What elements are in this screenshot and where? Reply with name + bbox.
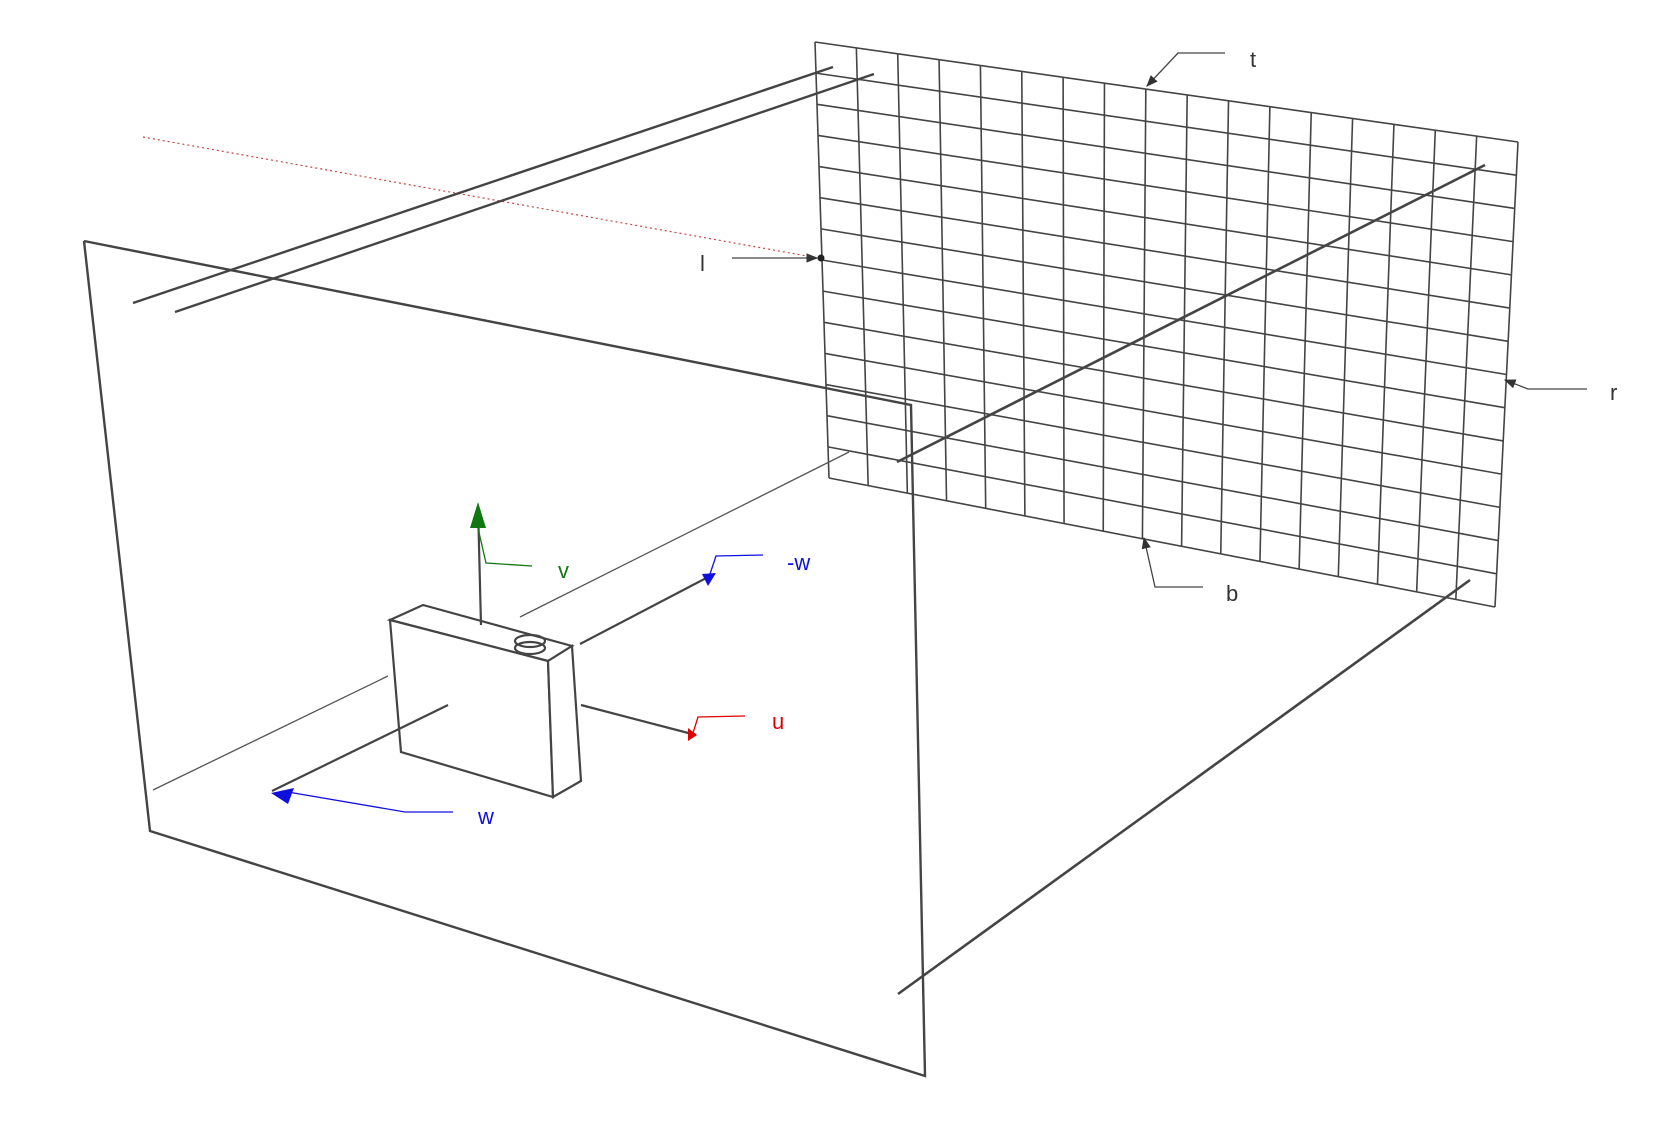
grid-row-line: [822, 290, 1505, 409]
t-pointer: [1146, 52, 1225, 87]
l-point: [817, 254, 825, 262]
image-plane-grid: [814, 41, 1519, 608]
view-ray-dotted: [142, 136, 819, 259]
frustum-edge-top-left-1: [132, 65, 834, 305]
camera-lens: [513, 633, 547, 649]
w-label-leader: [281, 790, 453, 813]
b-pointer: [1141, 536, 1203, 588]
floor-line-back: [519, 451, 850, 618]
grid-row-line: [817, 134, 1514, 243]
b-label: b: [1226, 581, 1238, 606]
t-label: t: [1250, 47, 1256, 72]
grid-row-line: [816, 103, 1515, 210]
u-axis-arrowhead-icon: [688, 728, 697, 741]
l-label: l: [700, 251, 705, 276]
r-label: r: [1610, 380, 1617, 405]
grid-row-line: [814, 41, 1519, 143]
camera-lens-inner: [513, 640, 547, 656]
grid-row-line: [828, 477, 1496, 608]
grid-row-line: [821, 259, 1507, 376]
grid-row-line: [827, 446, 1497, 575]
grid-row-line: [824, 352, 1502, 475]
grid-row-line: [818, 165, 1512, 276]
frustum-edge-bottom-right: [897, 578, 1471, 996]
neg-w-label: -w: [787, 550, 810, 575]
grid-row-line: [819, 196, 1510, 309]
neg-w-axis-arrowhead-icon: [702, 573, 716, 586]
grid-row-line: [820, 228, 1509, 343]
frustum-edge-center: [896, 163, 1486, 464]
neg-w-label-leader: [707, 554, 764, 581]
u-axis: [580, 703, 697, 737]
grid-row-line: [825, 383, 1501, 509]
v-axis-arrowhead-icon: [470, 502, 486, 528]
grid-row-line: [823, 321, 1504, 442]
camera-body: [386, 603, 583, 799]
w-label: w: [477, 804, 494, 829]
grid-row-line: [815, 72, 1517, 177]
neg-w-axis: [579, 574, 713, 645]
v-label: v: [558, 558, 569, 583]
w-axis: [271, 704, 449, 792]
camera-side-face: [546, 644, 583, 799]
frustum-edge-top-left-2: [174, 72, 875, 314]
u-label: u: [772, 709, 784, 734]
r-pointer: [1503, 379, 1587, 390]
grid-row-line: [826, 414, 1499, 542]
v-label-leader: [474, 514, 533, 567]
near-plane: [82, 239, 927, 1078]
u-label-leader: [692, 715, 746, 734]
floor-line-front: [152, 675, 389, 791]
